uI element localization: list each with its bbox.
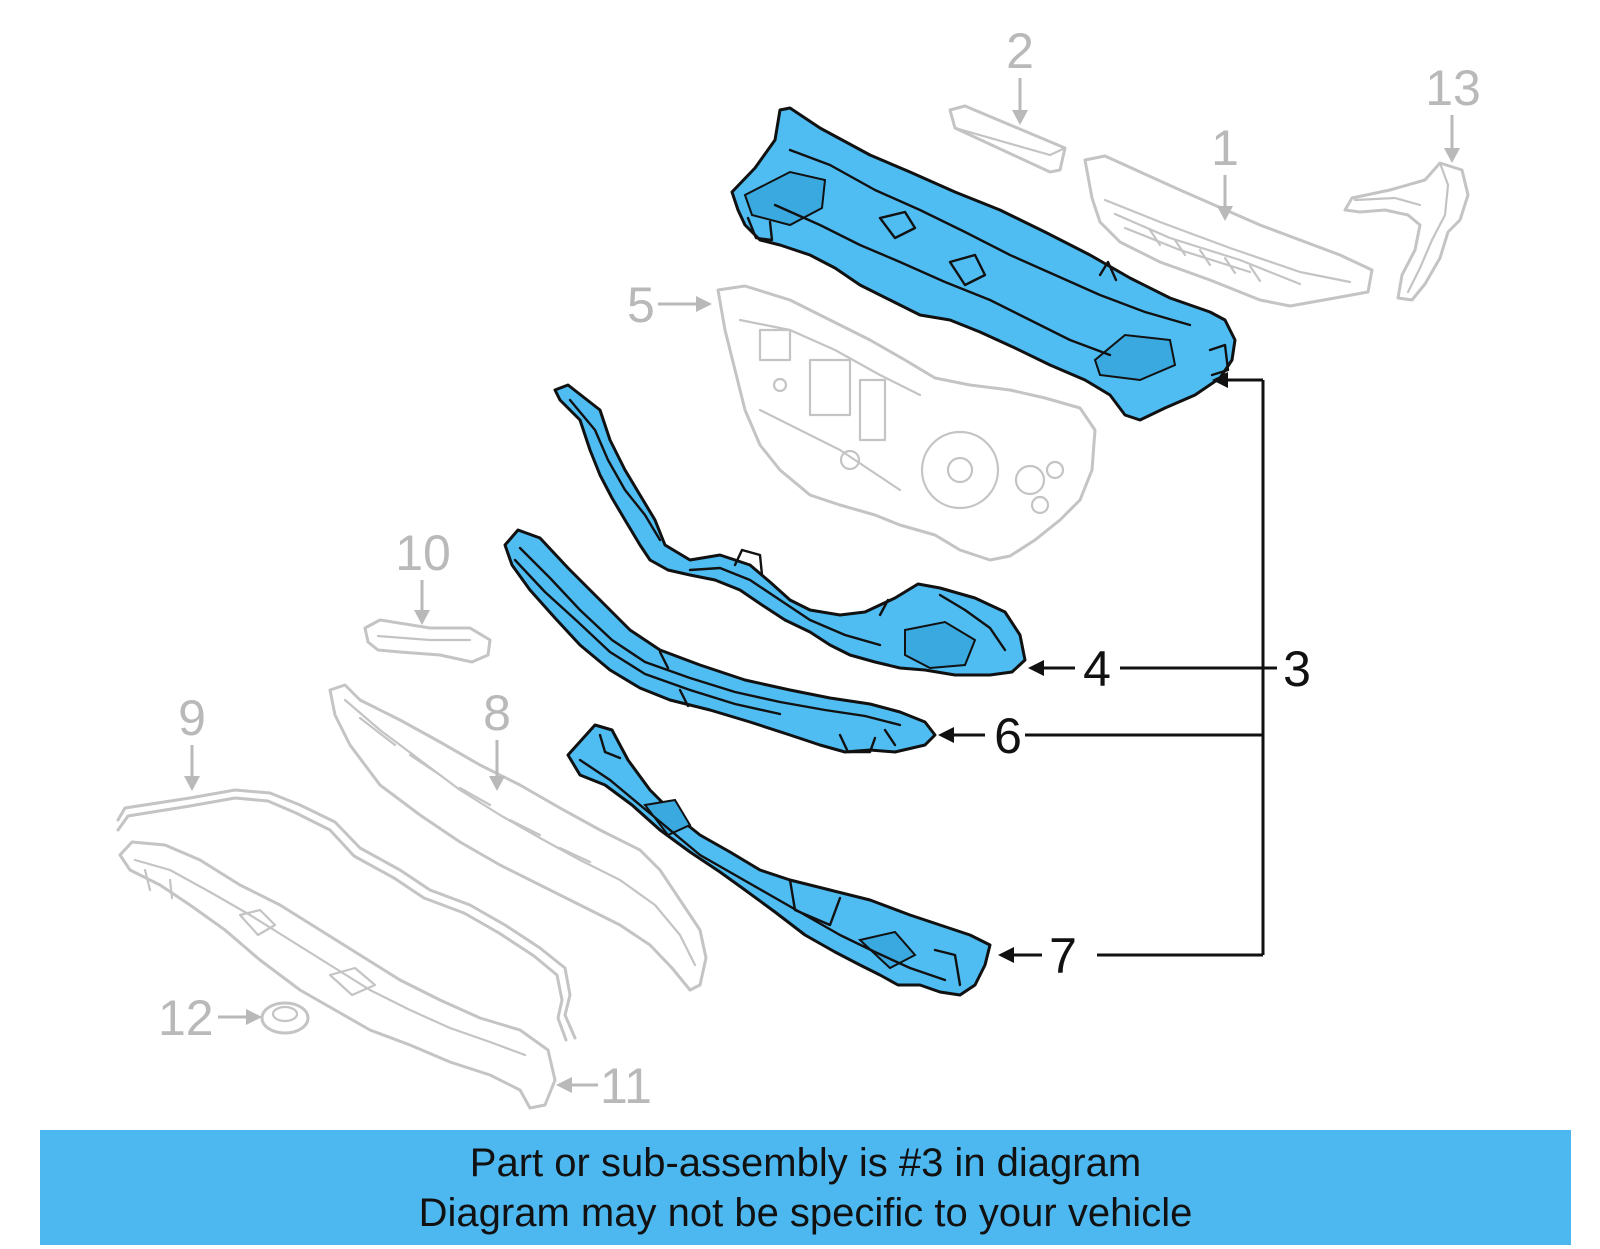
part-5-dash-panel[interactable]	[716, 284, 1097, 562]
part-12-grommet[interactable]	[260, 1001, 310, 1035]
callout-12: 12	[158, 990, 214, 1046]
callout-10: 10	[395, 525, 451, 581]
part-7-lower-cowl[interactable]	[566, 723, 992, 997]
arrow-9	[184, 776, 200, 791]
arrow-4	[1028, 660, 1044, 676]
callout-13: 13	[1425, 60, 1481, 116]
arrow-12	[246, 1009, 262, 1025]
banner-line-2: Diagram may not be specific to your vehi…	[418, 1190, 1193, 1235]
callout-5: 5	[627, 277, 655, 333]
part-10-clip[interactable]	[363, 618, 492, 664]
arrow-10	[414, 610, 430, 625]
part-6-cowl-strip[interactable]	[503, 528, 937, 754]
callout-9: 9	[178, 690, 206, 746]
callout-6: 6	[994, 708, 1022, 764]
part-8-seal-strip[interactable]	[328, 683, 708, 992]
callout-1: 1	[1211, 120, 1239, 176]
part-3-cowl-top-panel[interactable]	[730, 106, 1237, 422]
arrow-6	[938, 727, 954, 743]
arrow-11	[556, 1077, 572, 1093]
part-11-lower-cowl[interactable]	[118, 840, 557, 1110]
callout-8: 8	[483, 685, 511, 741]
part-9-seal[interactable]	[116, 788, 577, 1042]
part-2-strip[interactable]	[948, 104, 1067, 174]
parts-diagram: 2 13 1 5 10 9 8 12 11 3 4 6	[116, 23, 1481, 1114]
arrow-8	[489, 776, 505, 791]
arrow-7	[998, 947, 1014, 963]
callout-7: 7	[1049, 928, 1077, 984]
arrow-13	[1444, 148, 1460, 163]
arrow-5	[696, 296, 712, 312]
callout-3-bracket	[1025, 372, 1277, 957]
part-4-cowl-side[interactable]	[553, 383, 1027, 677]
part-13-bracket[interactable]	[1343, 161, 1470, 302]
callout-2: 2	[1006, 23, 1034, 79]
callout-11: 11	[600, 1058, 652, 1114]
arrow-1	[1217, 206, 1233, 221]
banner-line-1: Part or sub-assembly is #3 in diagram	[469, 1140, 1142, 1185]
info-banner: Part or sub-assembly is #3 in diagram Di…	[40, 1130, 1571, 1245]
callout-3: 3	[1283, 641, 1311, 697]
callout-4: 4	[1083, 641, 1111, 697]
arrow-2	[1012, 110, 1028, 125]
